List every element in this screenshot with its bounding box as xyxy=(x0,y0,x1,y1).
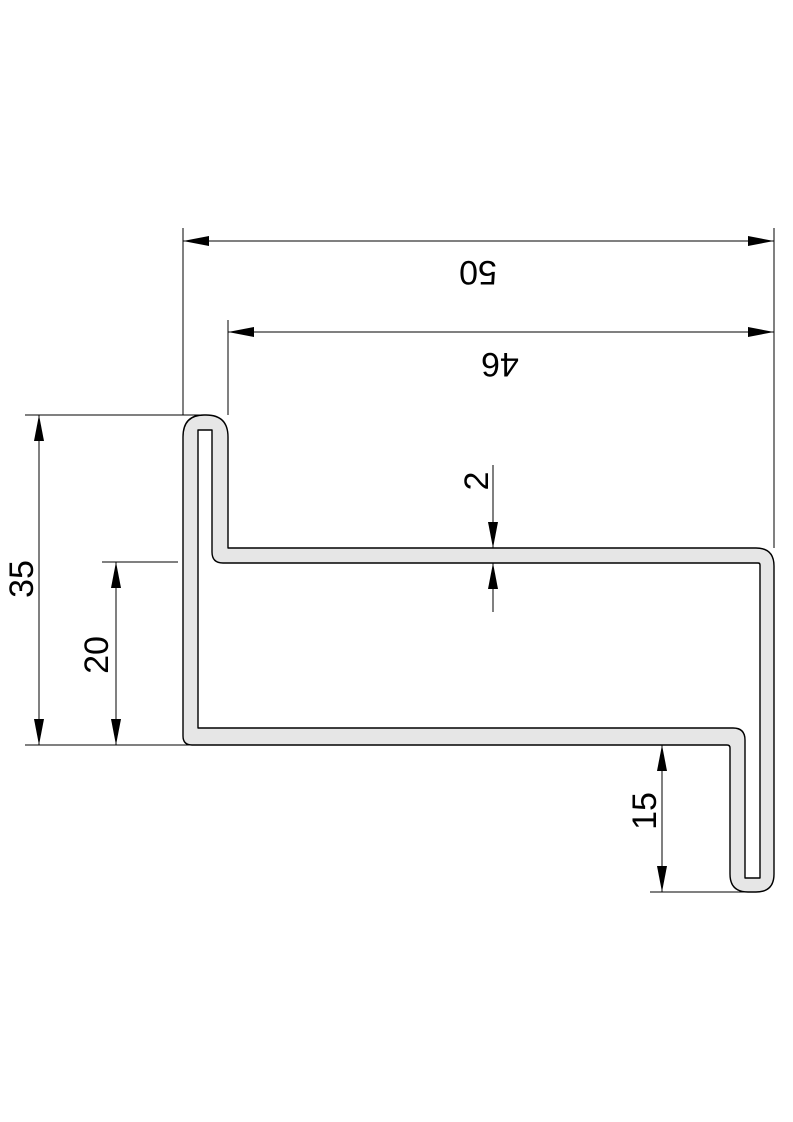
dimension-label-20: 20 xyxy=(78,636,116,674)
arrowhead-down xyxy=(488,522,498,548)
arrowhead-top xyxy=(111,562,121,588)
arrowhead-right xyxy=(748,236,774,246)
dimension-label-46: 46 xyxy=(481,345,519,383)
arrowhead-left xyxy=(183,236,209,246)
dimension-label-35: 35 xyxy=(3,560,41,598)
arrowhead-left xyxy=(228,327,254,337)
arrowhead-right xyxy=(748,327,774,337)
dimension-overall-width: 50 xyxy=(182,228,775,548)
dimension-thickness: 2 xyxy=(458,465,498,612)
dimension-step-height: 20 xyxy=(78,561,178,745)
dimension-label-50: 50 xyxy=(459,253,497,291)
dimension-label-15: 15 xyxy=(626,792,664,830)
arrowhead-bottom xyxy=(111,719,121,745)
dimension-total-height: 35 xyxy=(3,414,204,746)
arrowhead-up xyxy=(488,563,498,589)
profile-section xyxy=(182,414,775,893)
arrowhead-top xyxy=(657,745,667,771)
profile-inner-outline xyxy=(197,429,761,879)
dimension-return-height: 15 xyxy=(626,745,748,893)
dimension-label-2: 2 xyxy=(458,472,496,491)
arrowhead-bottom xyxy=(657,866,667,892)
dimension-inner-width: 46 xyxy=(227,320,774,415)
arrowhead-top xyxy=(34,415,44,441)
arrowhead-bottom xyxy=(34,719,44,745)
